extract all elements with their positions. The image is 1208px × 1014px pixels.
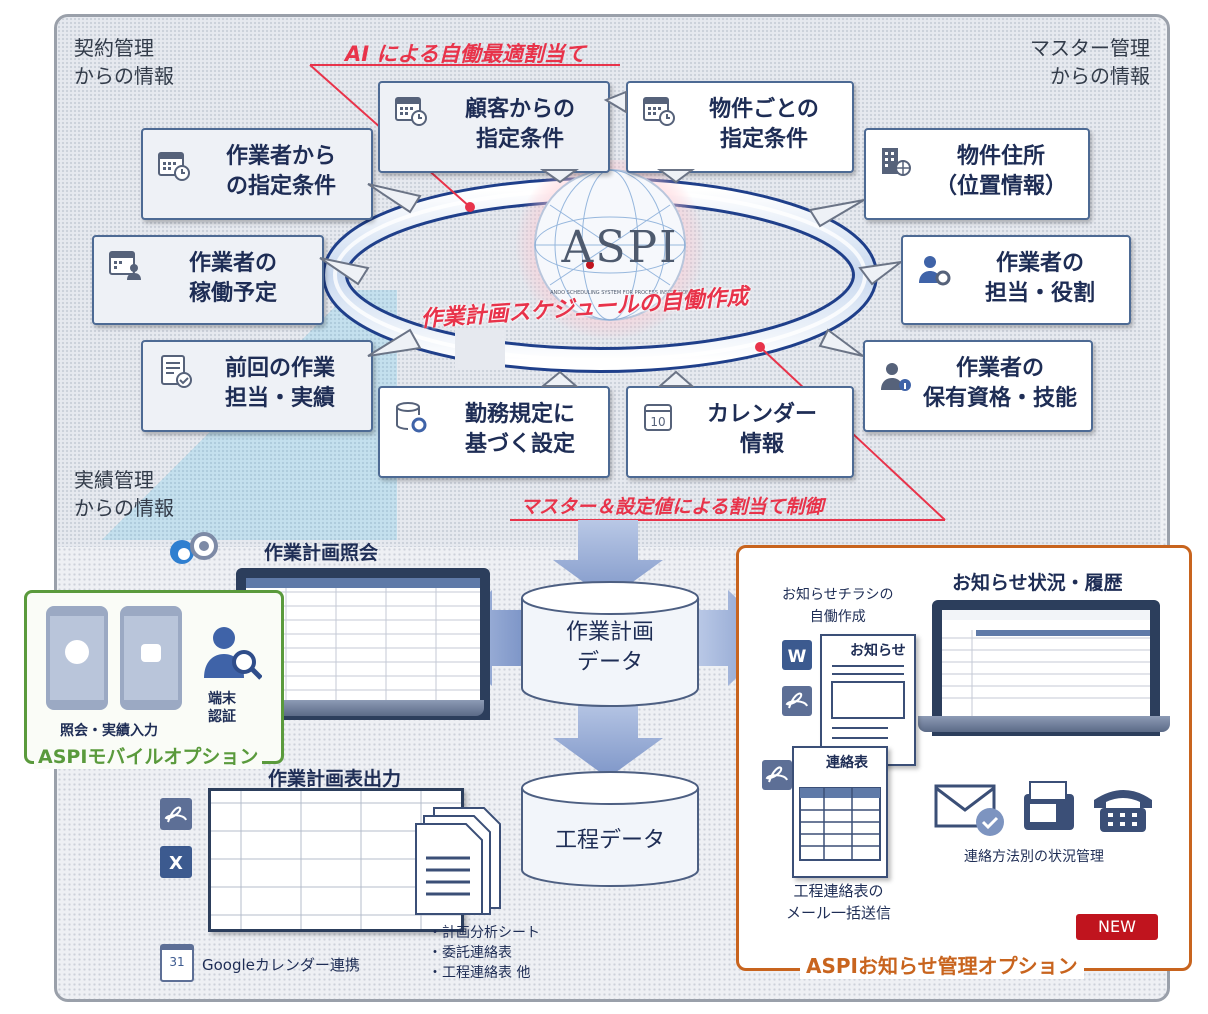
calendar-clock-icon — [395, 97, 427, 126]
input-box-label: 勤務規定に 基づく設定 — [464, 402, 575, 457]
input-box-role: 作業者の 担当・役割 — [901, 235, 1131, 325]
input-box-label: 前回の作業 担当・実績 — [224, 356, 335, 411]
input-box-worker-conditions: 作業者から の指定条件 — [141, 128, 373, 220]
plan-data-cylinder — [521, 581, 699, 707]
mail-check-icon — [934, 784, 1004, 836]
notice-option-title: ASPIお知らせ管理オプション — [800, 950, 1084, 979]
building-globe-icon — [882, 148, 911, 176]
input-box-customer: 顧客からの 指定条件 — [378, 81, 610, 173]
device-auth-caption: 端末 認証 — [208, 691, 236, 725]
process-data-cylinder — [521, 771, 699, 887]
mobile-caption: 照会・実績入力 — [60, 723, 158, 739]
contact-doc-title: 連絡表 — [826, 755, 868, 771]
notice-laptop-screen — [932, 600, 1160, 736]
person-info-icon — [881, 363, 911, 391]
output-item: ・計画分析シート — [428, 925, 540, 941]
documents-stack-icon — [415, 807, 501, 915]
plan-view-title: 作業計画照会 — [264, 542, 379, 564]
aspi-logo-text: ASPI — [561, 222, 679, 273]
flyer-document: お知らせ — [820, 634, 916, 766]
fax-icon — [1024, 781, 1074, 830]
input-box-property: 物件ごとの 指定条件 — [626, 81, 854, 173]
person-gear-icon — [919, 256, 951, 286]
notice-laptop-base — [918, 716, 1170, 732]
process-data-label: 工程データ — [554, 828, 665, 853]
plan-view-laptop-base — [222, 700, 484, 716]
input-box-previous-work: 前回の作業 担当・実績 — [141, 340, 373, 432]
input-box-label: カレンダー 情報 — [706, 402, 817, 457]
contact-table — [799, 787, 881, 861]
output-item: ・工程連絡表 他 — [428, 965, 531, 981]
contract-info-caption: 契約管理 からの情報 — [74, 36, 174, 88]
notice-table-thumbnail — [942, 610, 1150, 726]
input-box-label: 作業者の 担当・役割 — [984, 251, 1095, 306]
plan-data-label: 作業計画 データ — [565, 620, 654, 675]
calendar-clock-icon — [643, 97, 675, 126]
input-box-label: 作業者から の指定条件 — [225, 144, 336, 199]
google-calendar-icon: 31 — [160, 944, 194, 982]
input-box-calendar: 10 カレンダー 情報 — [626, 386, 854, 478]
notice-status-title: お知らせ状況・履歴 — [952, 572, 1123, 594]
flyer-caption: お知らせチラシの 自働作成 — [782, 587, 894, 625]
actual-info-caption: 実績管理 からの情報 — [74, 468, 174, 520]
master-allocation-label: マスター＆設定値による割当て制御 — [520, 496, 824, 518]
input-box-label: 物件住所 （位置情報） — [934, 144, 1067, 199]
ai-allocation-label: AI による自働最適割当て — [345, 42, 586, 66]
calendar-person-icon — [109, 251, 141, 280]
word-pdf-icons: W — [782, 640, 812, 716]
input-box-label: 物件ごとの 指定条件 — [709, 97, 819, 152]
mobile-option-title: ASPIモバイルオプション — [34, 742, 263, 769]
plan-table-thumbnail — [246, 578, 480, 710]
contact-method-icons — [934, 781, 1152, 836]
input-box-label: 作業者の 保有資格・技能 — [922, 356, 1077, 411]
export-file-icons: X — [160, 798, 192, 878]
contact-document: 連絡表 — [792, 746, 888, 878]
flyer-lines — [831, 665, 905, 739]
input-box-availability: 作業者の 稼働予定 — [92, 235, 324, 325]
telephone-icon — [1094, 790, 1152, 832]
input-box-qualification: 作業者の 保有資格・技能 — [863, 340, 1093, 432]
calendar-clock-icon — [158, 152, 190, 181]
bulk-mail-caption: 工程連絡表の メール一括送信 — [786, 882, 892, 922]
svg-text:X: X — [169, 853, 183, 874]
input-box-work-rules: 勤務規定に 基づく設定 — [378, 386, 610, 478]
database-gear-icon — [396, 402, 427, 433]
browser-icons — [170, 532, 218, 564]
master-info-caption: マスター管理 からの情報 — [1030, 36, 1150, 88]
contact-status-caption: 連絡方法別の状況管理 — [964, 849, 1104, 865]
plan-output-title: 作業計画表出力 — [268, 768, 402, 790]
pdf-icon — [762, 760, 792, 790]
mobile-devices — [46, 606, 182, 710]
google-calendar-link: Googleカレンダー連携 — [202, 956, 360, 974]
device-auth-key-icon — [204, 627, 262, 680]
new-badge: NEW — [1076, 914, 1158, 940]
aspi-logo-subtitle: ANDO SCHEDULING SYSTEM FOR PROCESS INSPE… — [550, 290, 690, 296]
input-box-label: 顧客からの 指定条件 — [464, 97, 575, 152]
calendar-10-icon: 10 — [644, 404, 672, 431]
svg-text:W: W — [788, 647, 807, 667]
flyer-doc-title: お知らせ — [850, 643, 906, 659]
checklist-icon — [161, 355, 192, 388]
input-box-label: 作業者の 稼働予定 — [188, 251, 277, 306]
output-item: ・委託連絡表 — [428, 945, 512, 961]
svg-text:10: 10 — [650, 415, 665, 429]
input-box-address: 物件住所 （位置情報） — [864, 128, 1090, 220]
